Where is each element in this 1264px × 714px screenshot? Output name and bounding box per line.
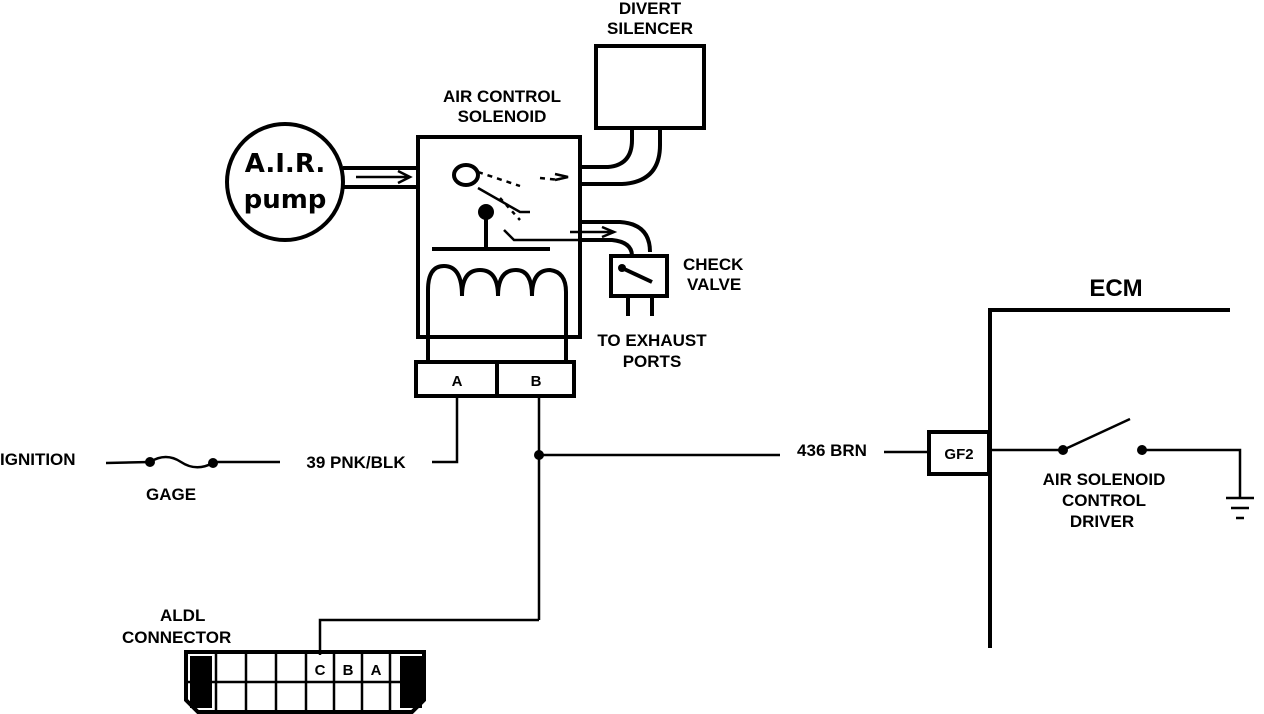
- valve-ball-upper: [452, 163, 480, 187]
- valve-flow-dashes-upper: [477, 170, 561, 188]
- check-valve-flap: [621, 266, 653, 284]
- divert-pipe-upper: [578, 128, 634, 169]
- valve-passage-upper: [477, 186, 530, 214]
- aldl-label-1: ALDL: [160, 606, 205, 625]
- driver-label-2: CONTROL: [1062, 491, 1146, 510]
- divert-pipe-lower: [578, 128, 662, 186]
- terminal-a-label: A: [452, 373, 463, 390]
- ecm-boundary: [988, 308, 1230, 648]
- gf2-terminal-box: [927, 430, 991, 476]
- gage-label: GAGE: [146, 485, 196, 504]
- aldl-label-2: CONNECTOR: [122, 628, 231, 647]
- wire-39-label: 39 PNK/BLK: [306, 453, 406, 472]
- check-valve-hinge: [618, 264, 626, 272]
- divert-silencer-box: [594, 44, 706, 130]
- air-control-label-2: SOLENOID: [458, 107, 547, 126]
- solenoid-coil: [426, 263, 568, 340]
- exhaust-label-1: TO EXHAUST: [597, 331, 707, 350]
- check-valve-label-2: VALVE: [687, 275, 741, 294]
- air-control-solenoid-body: [416, 135, 582, 339]
- check-pipe-outer: [578, 220, 652, 253]
- ground-icon: [1226, 496, 1254, 520]
- gf2-label: GF2: [944, 446, 973, 463]
- divert-silencer-label-2: SILENCER: [607, 19, 693, 38]
- divert-silencer-label-1: DIVERT: [619, 0, 682, 18]
- air-pump-label-1: A.I.R.: [245, 149, 325, 179]
- wire-to-aldl: [318, 618, 539, 655]
- aldl-connector: [184, 650, 426, 714]
- ecm-label: ECM: [1089, 275, 1142, 302]
- driver-label-3: DRIVER: [1070, 512, 1134, 531]
- check-flow-arrow: [570, 225, 618, 239]
- air-pump-circle: [225, 122, 345, 242]
- valve-passage-lower: [503, 229, 580, 242]
- air-control-label-1: AIR CONTROL: [443, 87, 561, 106]
- check-valve-label-1: CHECK: [683, 255, 744, 274]
- ground-wire: [1142, 448, 1242, 498]
- aldl-pin-c: C: [315, 662, 326, 679]
- check-valve-box: [609, 254, 669, 298]
- pump-flow-arrow: [356, 169, 413, 185]
- driver-switch-blade: [1062, 417, 1131, 452]
- gage-fuse-icon: [149, 455, 214, 469]
- valve-arrow-upper: [554, 172, 569, 182]
- exhaust-label-2: PORTS: [623, 352, 682, 371]
- check-pipe-inner: [578, 238, 634, 257]
- aldl-pin-b: B: [343, 662, 354, 679]
- ignition-label: IGNITION: [0, 450, 76, 469]
- wire-436-label: 436 BRN: [797, 441, 867, 460]
- air-pump-label-2: pump: [244, 185, 327, 215]
- aldl-pin-a: A: [371, 662, 382, 679]
- valve-ball-lower: [478, 204, 494, 220]
- terminal-b-label: B: [531, 373, 542, 390]
- ignition-wire: [105, 460, 151, 465]
- wire-39-vertical: [432, 396, 459, 464]
- driver-label-1: AIR SOLENOID: [1043, 470, 1166, 489]
